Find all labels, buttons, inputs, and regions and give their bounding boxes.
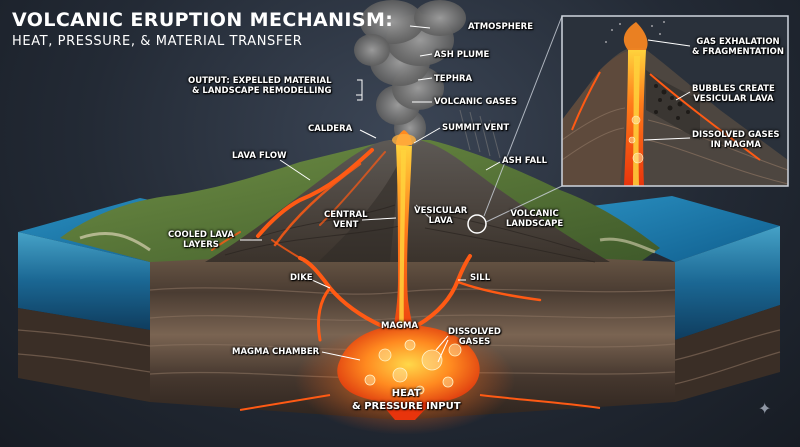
- label-tephra: TEPHRA: [434, 74, 473, 84]
- central-vent-conduit: [385, 145, 425, 360]
- leader-lines: [240, 25, 501, 363]
- ocean-right: [560, 196, 780, 340]
- ash-plume: [354, 0, 466, 146]
- label-atmosphere: ATMOSPHERE: [468, 22, 534, 32]
- inset-connector: [483, 15, 563, 223]
- label-gas-exhalation: GAS EXHALATION & FRAGMENTATION: [692, 37, 785, 57]
- inset-detail-panel: [561, 15, 789, 187]
- label-lava-flow: LAVA FLOW: [232, 151, 287, 161]
- label-dissolved-gases-magma: DISSOLVED GASES IN MAGMA: [692, 130, 780, 150]
- label-ash-fall: ASH FALL: [502, 156, 548, 166]
- label-sill: SILL: [470, 273, 491, 283]
- label-summit-vent: SUMMIT VENT: [442, 123, 510, 133]
- label-bubbles-vesicular: BUBBLES CREATE VESICULAR LAVA: [692, 84, 775, 104]
- label-dissolved-gases: DISSOLVED GASES: [448, 327, 501, 347]
- gas-bubbles: [364, 339, 462, 395]
- surface-lava-flows: [211, 148, 386, 251]
- sparkle-icon: ✦: [758, 401, 772, 418]
- label-volcanic-landscape: VOLCANIC LANDSCAPE: [506, 209, 564, 229]
- label-vesicular-lava: VESICULAR LAVA: [414, 206, 468, 226]
- page-title: VOLCANIC ERUPTION MECHANISM:: [12, 9, 394, 31]
- magma-chamber: [239, 325, 601, 435]
- output-bracket: [357, 79, 363, 101]
- label-dike: DIKE: [290, 273, 313, 283]
- label-ash-plume: ASH PLUME: [434, 50, 490, 60]
- label-volcanic-gases: VOLCANIC GASES: [434, 97, 517, 107]
- label-caldera: CALDERA: [308, 124, 353, 134]
- label-magma-chamber: MAGMA CHAMBER: [232, 347, 320, 357]
- label-central-vent: CENTRAL VENT: [324, 210, 368, 230]
- page-subtitle: HEAT, PRESSURE, & MATERIAL TRANSFER: [12, 34, 303, 49]
- vesicular-lava-callout-circle: [467, 214, 487, 234]
- label-cooled-lava-layers: COOLED LAVA LAYERS: [168, 230, 234, 250]
- ash-fall-streaks: [459, 109, 501, 159]
- label-output: OUTPUT: EXPELLED MATERIAL & LANDSCAPE RE…: [188, 76, 332, 96]
- label-heat-pressure-input: HEAT & PRESSURE INPUT: [352, 388, 461, 412]
- label-magma: MAGMA: [381, 321, 419, 331]
